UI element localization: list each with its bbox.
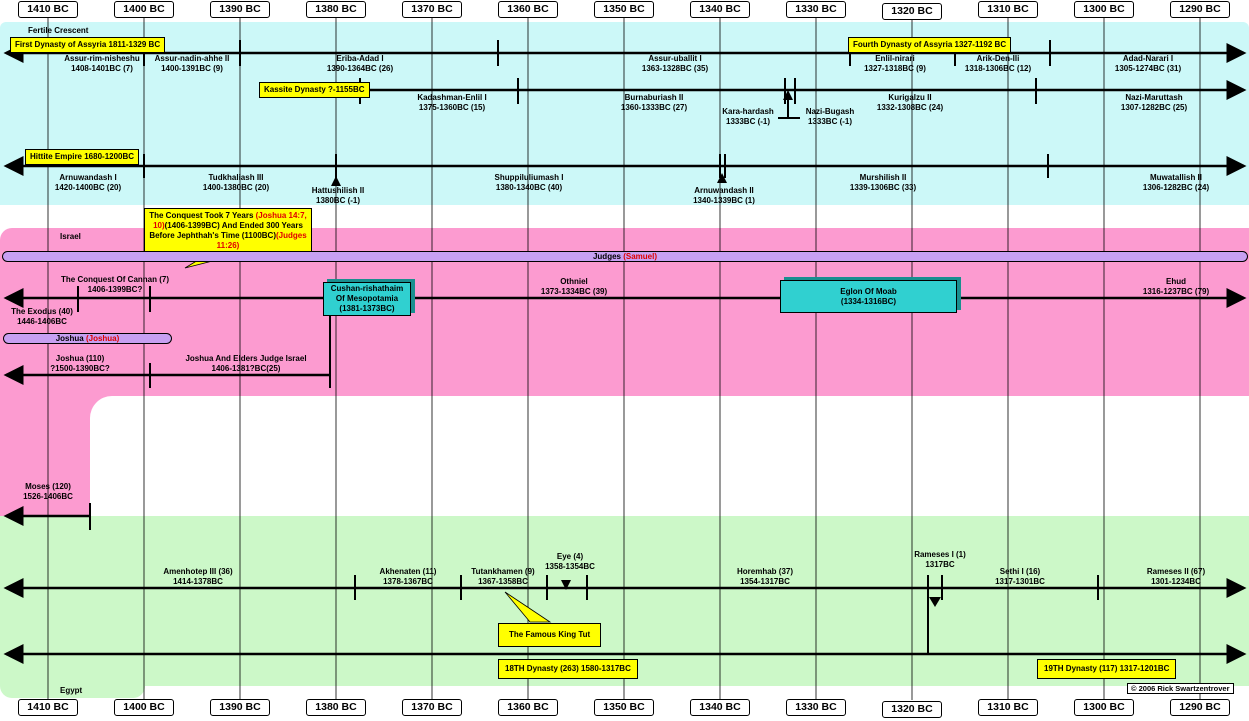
axis-tick-top: 1340 BC bbox=[690, 1, 750, 18]
conquest-label: The Conquest Of Cannan (7)1406-1399BC? bbox=[61, 275, 169, 294]
egypt-region-tail bbox=[0, 680, 145, 698]
exodus-label: The Exodus (40)1446-1406BC bbox=[11, 307, 73, 326]
king-label: Rameses I (1)1317BC bbox=[914, 550, 966, 569]
axis-tick-bottom: 1340 BC bbox=[690, 699, 750, 716]
axis-tick-top: 1290 BC bbox=[1170, 1, 1230, 18]
copyright-notice: © 2006 Rick Swartzentrover bbox=[1127, 683, 1234, 694]
axis-tick-bottom: 1390 BC bbox=[210, 699, 270, 716]
king-label: Akhenaten (11)1378-1367BC bbox=[379, 567, 437, 586]
conquest-callout: The Conquest Took 7 Years (Joshua 14:7, … bbox=[144, 208, 312, 254]
dynasty-19-label: 19TH Dynasty (117) 1317-1201BC bbox=[1037, 659, 1177, 679]
king-label: Rameses II (67)1301-1234BC bbox=[1146, 567, 1206, 586]
axis-tick-top: 1410 BC bbox=[18, 1, 78, 18]
joshua-life-label: Joshua (110)?1500-1390BC? bbox=[50, 354, 110, 373]
king-label: Horemhab (37)1354-1317BC bbox=[736, 567, 794, 586]
axis-tick-bottom: 1410 BC bbox=[18, 699, 78, 716]
hittite-empire-label: Hittite Empire 1680-1200BC bbox=[25, 149, 140, 165]
region-label-israel: Israel bbox=[60, 232, 81, 241]
axis-tick-top: 1390 BC bbox=[210, 1, 270, 18]
eglon-box: Eglon Of Moab(1334-1316BC) bbox=[780, 280, 957, 313]
tut-callout: The Famous King Tut bbox=[498, 623, 602, 647]
pointer-arrows bbox=[331, 90, 941, 607]
region-label-egypt: Egypt bbox=[60, 686, 83, 695]
axis-tick-top: 1370 BC bbox=[402, 1, 462, 18]
axis-tick-bottom: 1330 BC bbox=[786, 699, 846, 716]
dynasty-18-label: 18TH Dynasty (263) 1580-1317BC bbox=[498, 659, 638, 679]
kassite-dynasty-label: Kassite Dynasty ?-1155BC bbox=[259, 82, 370, 98]
axis-tick-bottom: 1300 BC bbox=[1074, 699, 1134, 716]
axis-tick-bottom: 1310 BC bbox=[978, 699, 1038, 716]
timeline-bars bbox=[3, 43, 1247, 664]
region-label-fertile-crescent: Fertile Crescent bbox=[28, 26, 89, 35]
axis-tick-bottom: 1380 BC bbox=[306, 699, 366, 716]
king-label: Amenhotep III (36)1414-1378BC bbox=[163, 567, 233, 586]
assyria-fourth-dynasty-label: Fourth Dynasty of Assyria 1327-1192 BC bbox=[848, 37, 1012, 53]
axis-tick-bottom: 1290 BC bbox=[1170, 699, 1230, 716]
tut-callout-pointer bbox=[504, 591, 552, 623]
axis-tick-bottom: 1350 BC bbox=[594, 699, 654, 716]
moses-label: Moses (120)1526-1406BC bbox=[23, 482, 73, 501]
joshua-bar: Joshua (Joshua) bbox=[3, 333, 172, 344]
axis-tick-top: 1320 BC bbox=[882, 3, 942, 20]
axis-tick-top: 1310 BC bbox=[978, 1, 1038, 18]
axis-tick-top: 1350 BC bbox=[594, 1, 654, 18]
assyria-first-dynasty-label: First Dynasty of Assyria 1811-1329 BC bbox=[10, 37, 166, 53]
king-label: Sethi I (16)1317-1301BC bbox=[995, 567, 1045, 586]
axis-tick-top: 1380 BC bbox=[306, 1, 366, 18]
axis-tick-top: 1330 BC bbox=[786, 1, 846, 18]
axis-tick-bottom: 1370 BC bbox=[402, 699, 462, 716]
axis-tick-bottom: 1320 BC bbox=[882, 701, 942, 718]
axis-tick-bottom: 1360 BC bbox=[498, 699, 558, 716]
king-label: Eye (4)1358-1354BC bbox=[545, 552, 595, 571]
axis-tick-top: 1360 BC bbox=[498, 1, 558, 18]
axis-tick-top: 1400 BC bbox=[114, 1, 174, 18]
axis-tick-bottom: 1400 BC bbox=[114, 699, 174, 716]
king-label: Tutankhamen (9)1367-1358BC bbox=[471, 567, 535, 586]
axis-tick-top: 1300 BC bbox=[1074, 1, 1134, 18]
judges-bar: Judges (Samuel) bbox=[2, 251, 1248, 262]
